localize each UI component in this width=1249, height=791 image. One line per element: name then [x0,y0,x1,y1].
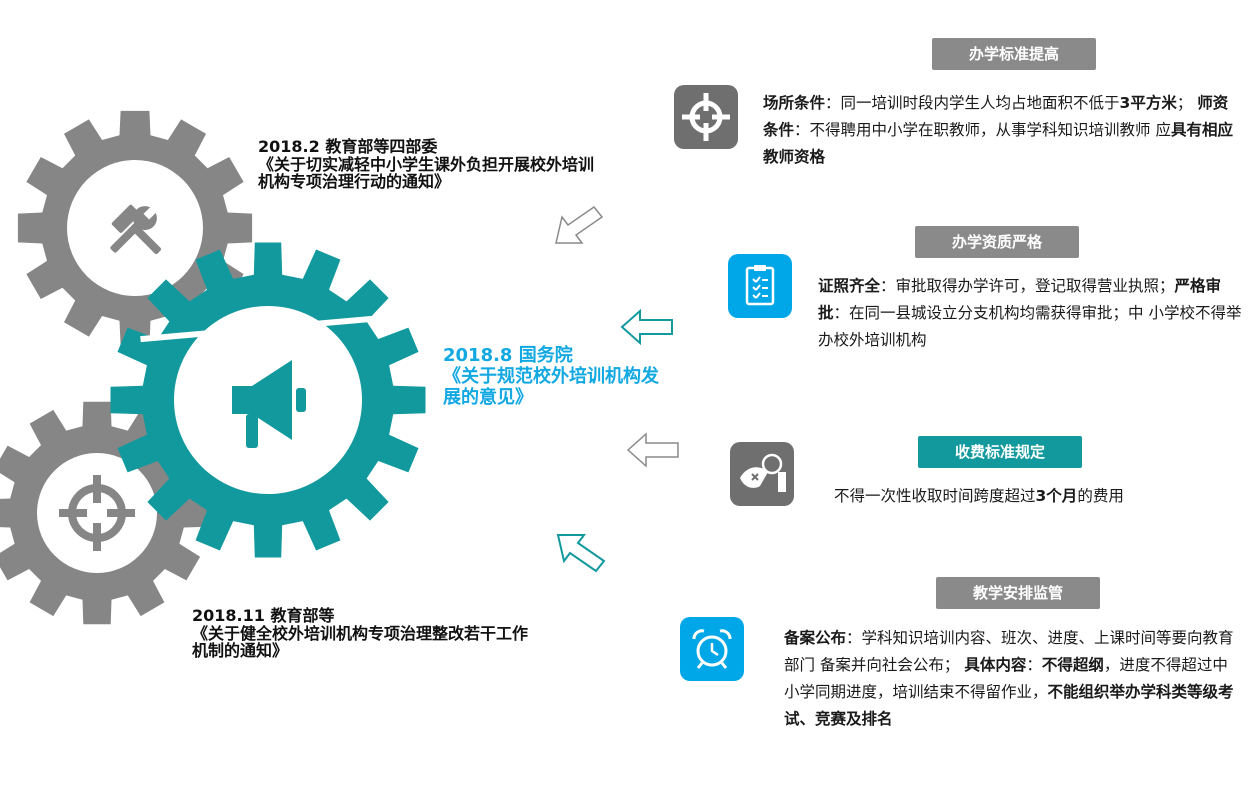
description-segment: 场所条件 [763,94,826,112]
policy-1: 2018.2 教育部等四部委 《关于切实减轻中小学生课外负担开展校外培训机构专项… [258,138,638,190]
description-segment: 严格审批 [818,277,1222,322]
section-4-description: 备案公布：学科知识培训内容、班次、进度、上课时间等要向教育部门 备案并向社会公布… [784,625,1234,733]
section-1-header: 办学标准提高 [932,38,1096,70]
policy-2-title: 《关于规范校外培训机构发展的意见》 [443,366,659,408]
crosshair-icon [59,475,135,551]
policy-2-date: 2018.8 国务院 [443,345,573,366]
tools-icon [110,203,162,255]
alarm-clock-icon [692,629,732,669]
gears-graphic [0,110,426,625]
arrow-left-gray-icon [626,432,679,468]
description-segment: 的费用 [1077,487,1124,505]
description-segment: 不能组织举办学科类等级考试、竞赛及排名 [784,683,1234,728]
section-3-header: 收费标准规定 [918,436,1082,468]
description-segment: 具有相应教师资格 [763,121,1233,166]
description-segment: 不得超纲 [1041,656,1104,674]
description-segment: 具体内容 [964,656,1027,674]
description-segment: ：审批取得办学许可，登记取得营业执照； [880,277,1175,295]
section-2-header: 办学资质严格 [915,226,1079,258]
description-segment: ：学科知识培训内容、班次、进度、上课时间等要向教育部门 备案并向社会公布； [784,629,1234,674]
megaphone-icon [232,360,306,448]
arrow-down-left-icon [555,205,604,244]
description-segment: 师资条件 [763,94,1229,139]
description-segment: 3个月 [1035,487,1078,505]
section-2-description: 证照齐全：审批取得办学许可，登记取得营业执照；严格审批：在同一县城设立分支机构均… [818,273,1243,354]
policy-2: 2018.8 国务院 《关于规范校外培训机构发展的意见》 [443,345,673,408]
policy-3-date: 2018.11 教育部等 [192,606,335,625]
section-3-description: 不得一次性收取时间跨度超过3个月的费用 [834,483,1194,510]
policy-3: 2018.11 教育部等 《关于健全校外培训机构专项治理整改若干工作机制的通知》 [192,607,552,659]
description-segment: 证照齐全 [818,277,881,295]
arrow-left-teal-icon [620,309,673,345]
section-1-icon-box [674,85,738,149]
description-segment: ：在同一县城设立分支机构均需获得审批；中 小学校不得举办校外培训机构 [818,304,1242,349]
policy-1-date: 2018.2 教育部等四部委 [258,137,438,156]
section-1-description: 场所条件：同一培训时段内学生人均占地面积不低于3平方米； 师资条件：不得聘用中小… [763,90,1238,171]
section-4-header: 教学安排监管 [936,577,1100,609]
policy-1-title: 《关于切实减轻中小学生课外负担开展校外培训机构专项治理行动的通知》 [258,155,595,191]
description-segment: ：同一培训时段内学生人均占地面积不低于 [825,94,1120,112]
description-segment: ； [1176,94,1198,112]
description-segment: ，进度不得超过中小学同期进度，培训结束不得留作业， [784,656,1228,701]
checklist-icon [745,265,775,306]
crosshair-icon [682,93,730,141]
money-hand-icon [740,453,786,492]
description-segment: 备案公布 [784,629,847,647]
section-3-icon-box [730,442,794,506]
description-segment: 不得一次性收取时间跨度超过 [834,487,1036,505]
arrow-up-left-icon [556,534,606,573]
section-4-icon-box [680,617,744,681]
description-segment: ： [1026,656,1042,674]
description-segment: 3平方米 [1119,94,1177,112]
description-segment: ：不得聘用中小学在职教师，从事学科知识培训教师 应 [794,121,1171,139]
policy-3-title: 《关于健全校外培训机构专项治理整改若干工作机制的通知》 [192,624,529,660]
section-2-icon-box [728,254,792,318]
